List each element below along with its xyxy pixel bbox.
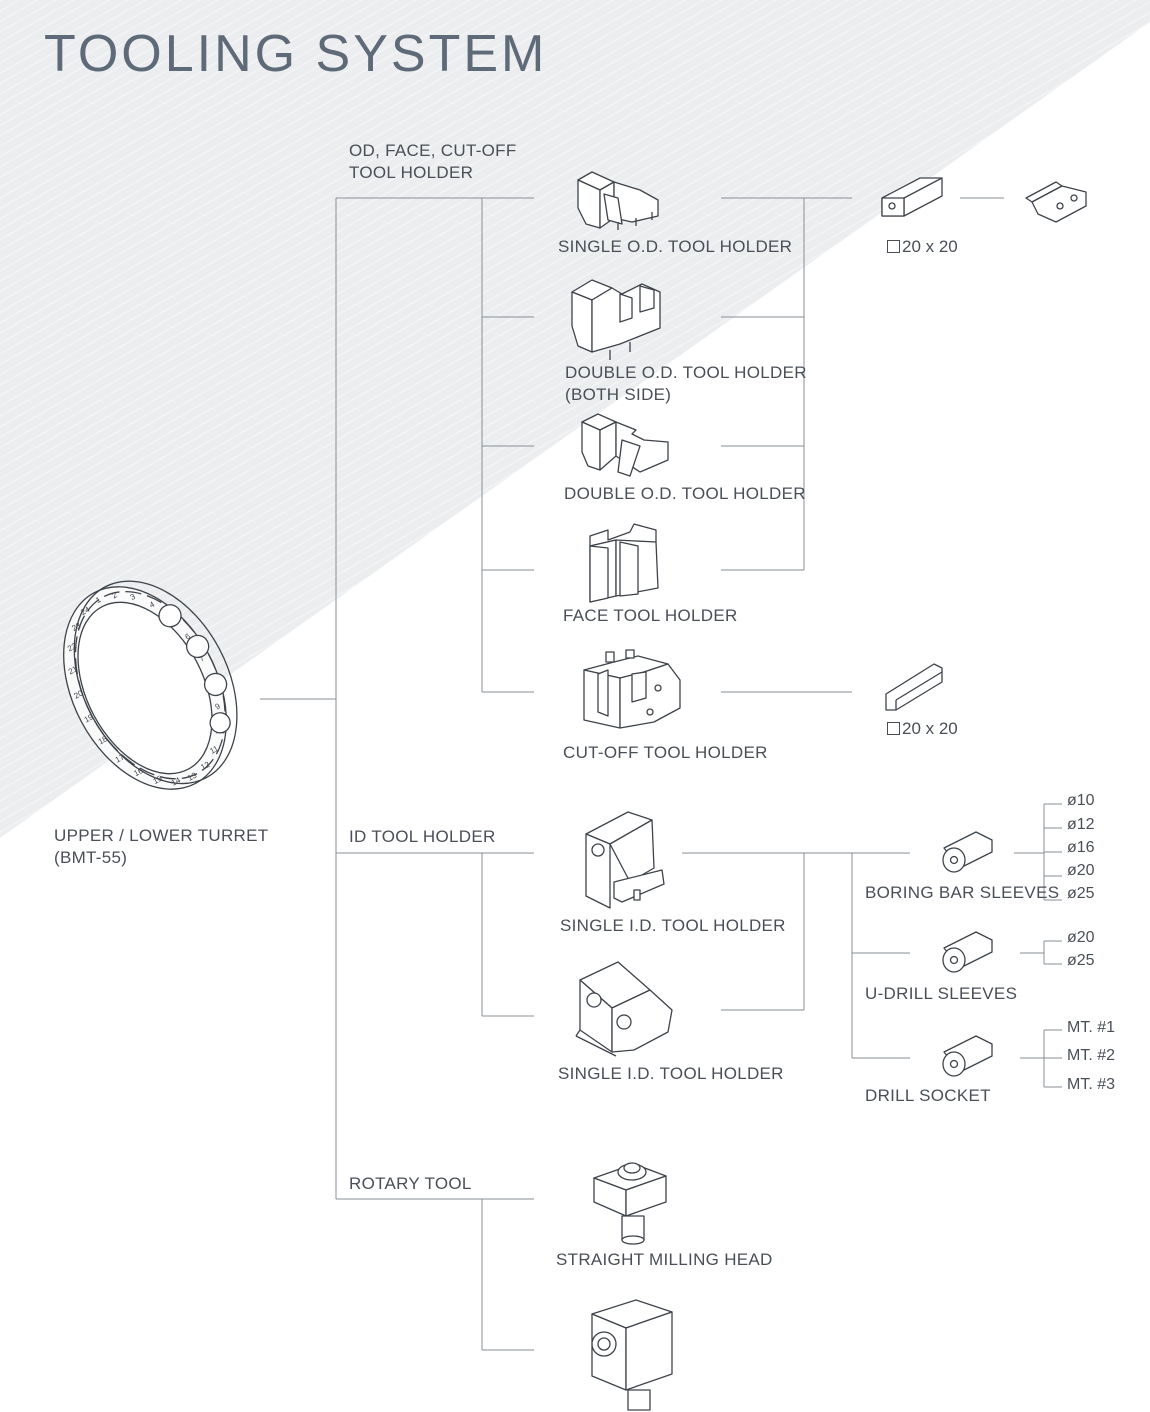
label-face-holder: FACE TOOL HOLDER: [563, 606, 738, 625]
turret-drawing: 123456789101112131415161718192021222324: [31, 553, 270, 817]
label-single-id-holder-1: SINGLE I.D. TOOL HOLDER: [560, 916, 786, 935]
u-drill-sleeve-drawing: [943, 932, 992, 972]
wedge-drawing: [1026, 182, 1086, 222]
drill-option: MT. #3: [1067, 1076, 1116, 1093]
boring-option: ø12: [1067, 816, 1095, 833]
cutoff-shank-size-text: 20 x 20: [902, 719, 958, 738]
label-drill-socket: DRILL SOCKET: [865, 1086, 991, 1105]
angular-milling-head-drawing: [592, 1300, 672, 1410]
label-boring-bar-sleeves: BORING BAR SLEEVES: [865, 883, 1060, 902]
drill-option: MT. #1: [1067, 1019, 1116, 1036]
single-id-holder-drawing-2: [576, 962, 672, 1056]
turret-station-number: 3: [129, 592, 138, 602]
single-od-holder-drawing: [578, 172, 658, 230]
turret-station-number: 6: [184, 631, 193, 641]
boring-option: ø10: [1067, 792, 1095, 809]
label-double-od-both-holder: DOUBLE O.D. TOOL HOLDER (BOTH SIDE): [565, 362, 807, 406]
group-label-od: OD, FACE, CUT-OFF TOOL HOLDER: [349, 140, 517, 184]
label-cutoff-holder: CUT-OFF TOOL HOLDER: [563, 743, 768, 762]
turret-station-number: 9: [214, 701, 223, 711]
single-id-holder-drawing-1: [586, 812, 664, 908]
square-icon: [887, 240, 900, 253]
udrill-option: ø20: [1067, 929, 1095, 946]
label-double-od-both-line2: (BOTH SIDE): [565, 385, 672, 404]
group-label-id: ID TOOL HOLDER: [349, 827, 496, 846]
od-shank-size: 20 x 20: [887, 237, 958, 257]
face-holder-drawing: [590, 524, 658, 602]
group-label-od-line1: OD, FACE, CUT-OFF: [349, 141, 517, 160]
square-icon: [887, 722, 900, 735]
label-single-id-holder-2: SINGLE I.D. TOOL HOLDER: [558, 1064, 784, 1083]
udrill-option: ø25: [1067, 952, 1095, 969]
turret-label-line2: (BMT-55): [54, 848, 128, 867]
double-od-holder-drawing: [582, 414, 668, 476]
boring-option: ø20: [1067, 862, 1095, 879]
boring-option: ø16: [1067, 839, 1095, 856]
turret-station-number: 7: [198, 653, 207, 663]
label-double-od-both-line1: DOUBLE O.D. TOOL HOLDER: [565, 363, 807, 382]
straight-milling-head-drawing: [594, 1163, 666, 1244]
double-od-both-holder-drawing: [572, 280, 660, 360]
label-single-od-holder: SINGLE O.D. TOOL HOLDER: [558, 237, 793, 256]
cutoff-holder-drawing: [584, 650, 680, 728]
turret-station-number: 2: [110, 590, 119, 600]
cutoff-blade-drawing: [886, 664, 942, 710]
drill-option: MT. #2: [1067, 1047, 1116, 1064]
connector-lines: [260, 198, 1062, 1350]
label-u-drill-sleeves: U-DRILL SLEEVES: [865, 984, 1018, 1003]
boring-option: ø25: [1067, 885, 1095, 902]
group-label-od-line2: TOOL HOLDER: [349, 163, 474, 182]
label-straight-milling-head: STRAIGHT MILLING HEAD: [556, 1250, 773, 1269]
turret-station-number: 1: [94, 595, 103, 605]
drill-socket-drawing: [943, 1036, 992, 1076]
turret-label-line1: UPPER / LOWER TURRET: [54, 826, 269, 845]
turret-station-number: 4: [148, 599, 157, 609]
group-label-rotary: ROTARY TOOL: [349, 1174, 472, 1193]
page-title: TOOLING SYSTEM: [44, 25, 548, 83]
boring-bar-sleeve-drawing: [943, 832, 992, 872]
od-shank-size-text: 20 x 20: [902, 237, 958, 256]
od-shank-drawing: [882, 178, 942, 216]
label-double-od-holder: DOUBLE O.D. TOOL HOLDER: [564, 484, 806, 503]
cutoff-shank-size: 20 x 20: [887, 719, 958, 739]
turret-label: UPPER / LOWER TURRET (BMT-55): [54, 825, 268, 869]
